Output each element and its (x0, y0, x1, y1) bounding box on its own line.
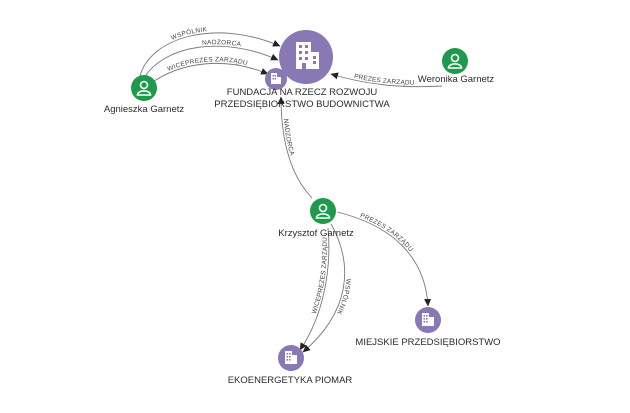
node-fundacja[interactable] (279, 30, 333, 84)
svg-text:WICEPREZES ZARZĄDU: WICEPREZES ZARZĄDU (311, 237, 329, 315)
node-label-fundacja-line2: PRZEDSIĘBIORSTWO BUDOWNICTWA (214, 99, 390, 110)
person-icon (136, 80, 152, 96)
edge-krzysztof-prezes[interactable]: PREZES ZARZĄDU (336, 211, 432, 307)
svg-text:PREZES ZARZĄDU: PREZES ZARZĄDU (353, 73, 414, 87)
edge-label: PREZES ZARZĄDU (353, 73, 414, 87)
svg-text:PREZES ZARZĄDU: PREZES ZARZĄDU (359, 212, 414, 253)
edge-label: PREZES ZARZĄDU (359, 212, 414, 253)
person-icon (447, 53, 463, 69)
node-krzysztof[interactable] (310, 198, 336, 224)
svg-text:NADZORCA: NADZORCA (202, 39, 242, 48)
edge-label: WICEPREZES ZARZĄDU (167, 56, 249, 73)
node-ekoenergetyka[interactable] (278, 345, 304, 371)
edge-krzysztof-nadzorca[interactable]: NADZORCA (277, 96, 313, 199)
node-label-krzysztof: Krzysztof Garnetz (278, 228, 354, 239)
edge-krzysztof-wiceprezes[interactable]: WICEPREZES ZARZĄDU (299, 227, 330, 351)
node-label-ekoenergetyka: EKOENERGETYKA PIOMAR (228, 375, 353, 386)
edge-agnieszka-nadzorca[interactable]: NADZORCA (143, 39, 279, 79)
edge-label: NADZORCA (202, 39, 242, 48)
node-label-fundacja-line1: FUNDACJA NA RZECZ ROZWOJU (227, 87, 378, 98)
svg-text:WICEPREZES ZARZĄDU: WICEPREZES ZARZĄDU (167, 56, 249, 73)
node-label-agnieszka: Agnieszka Garnetz (104, 104, 185, 115)
edge-label: WSPÓLNIK (335, 278, 351, 316)
edge-label: WICEPREZES ZARZĄDU (311, 237, 329, 315)
node-weronika[interactable] (442, 48, 468, 74)
building-icon (271, 73, 281, 84)
node-label-miejskie: MIEJSKIE PRZEDSIĘBIORSTWO (355, 337, 500, 348)
edge-agnieszka-wiceprezes[interactable]: WICEPREZES ZARZĄDU (149, 56, 269, 85)
building-icon (296, 42, 319, 69)
person-icon (315, 203, 331, 219)
svg-text:WSPÓLNIK: WSPÓLNIK (335, 278, 352, 316)
building-icon (285, 351, 297, 364)
node-label-weronika: Weronika Garnetz (418, 74, 495, 85)
node-small-company[interactable] (265, 68, 287, 90)
edge-agnieszka-wspolnik[interactable]: WSPÓLNIK (139, 26, 281, 77)
building-icon (422, 313, 434, 326)
node-miejskie[interactable] (415, 307, 441, 333)
node-agnieszka[interactable] (131, 75, 157, 101)
